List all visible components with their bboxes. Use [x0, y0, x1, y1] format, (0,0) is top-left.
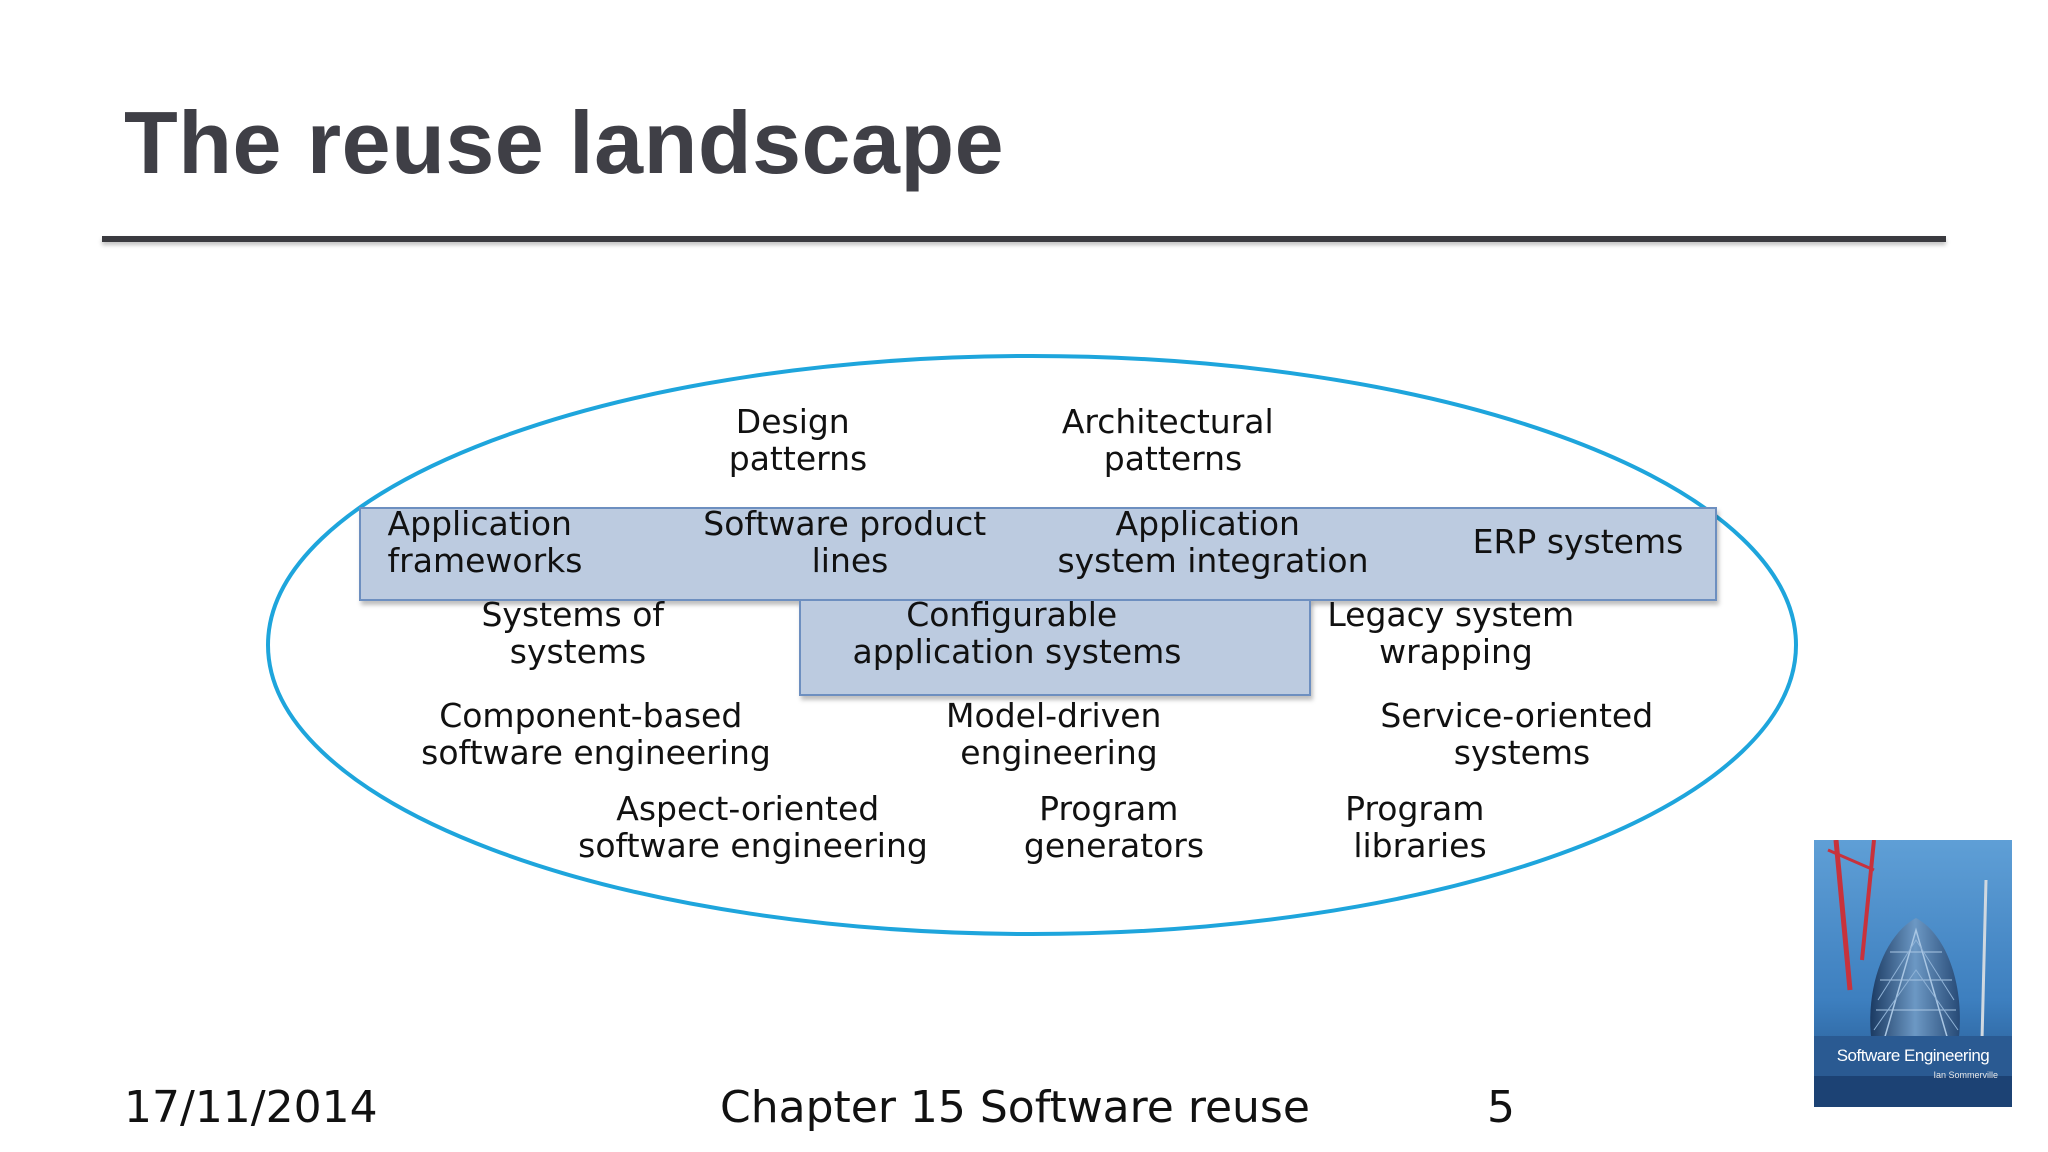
label-systems-of-systems: Systems of systems: [481, 595, 674, 671]
label-aspect-oriented-se: Aspect-oriented software engineering: [578, 789, 928, 865]
application-level-box: [359, 507, 1717, 601]
label-design-patterns: Design patterns: [729, 402, 867, 478]
label-application-system-integration: Application system integration: [1057, 504, 1368, 580]
label-program-generators: Program generators: [1024, 789, 1204, 865]
label-program-libraries: Program libraries: [1345, 789, 1495, 865]
book-cover-title: Software Engineering: [1836, 1046, 1990, 1065]
book-cover-image: Software Engineering Ian Sommerville: [1814, 840, 2012, 1107]
title-divider: [102, 236, 1946, 242]
label-architectural-patterns: Architectural patterns: [1062, 402, 1284, 478]
label-software-product-lines: Software product lines: [703, 504, 996, 580]
footer-chapter: Chapter 15 Software reuse: [720, 1082, 1310, 1133]
label-model-driven-engineering: Model-driven engineering: [946, 696, 1172, 772]
label-component-based-se: Component-based software engineering: [421, 696, 771, 772]
label-application-frameworks: Application frameworks: [388, 504, 583, 580]
label-erp-systems: ERP systems: [1473, 522, 1684, 561]
book-cover-author: Ian Sommerville: [1933, 1070, 1998, 1080]
label-legacy-system-wrapping: Legacy system wrapping: [1327, 595, 1584, 671]
slide-title: The reuse landscape: [124, 93, 1005, 192]
configurable-systems-box: [799, 599, 1311, 696]
footer-page-number: 5: [1487, 1082, 1515, 1133]
footer-date: 17/11/2014: [124, 1082, 378, 1133]
label-service-oriented-systems: Service-oriented systems: [1380, 696, 1663, 772]
label-configurable-application-systems: Configurable application systems: [852, 595, 1181, 671]
